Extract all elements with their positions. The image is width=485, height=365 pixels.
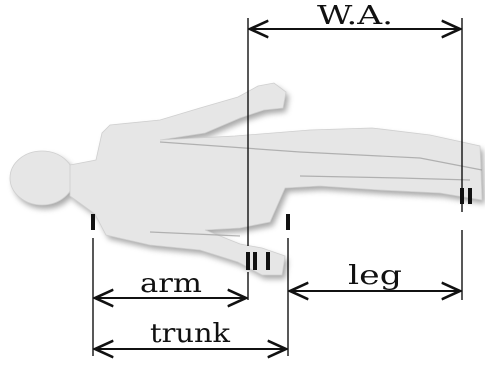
head	[10, 151, 74, 205]
leg-label: leg	[348, 261, 402, 291]
trunk-label: trunk	[150, 319, 230, 349]
marker-ankle-1	[460, 188, 464, 204]
marker-ankle-2	[468, 188, 472, 204]
marker-hip	[286, 214, 290, 230]
marker-wrist-2	[253, 252, 257, 270]
arm-label: arm	[140, 269, 202, 299]
marker-wrist-3	[266, 252, 270, 270]
silhouette-body	[10, 83, 482, 275]
marker-shoulder	[91, 214, 95, 230]
wa-label: W.A.	[317, 1, 393, 31]
marker-wrist-1	[246, 252, 250, 270]
